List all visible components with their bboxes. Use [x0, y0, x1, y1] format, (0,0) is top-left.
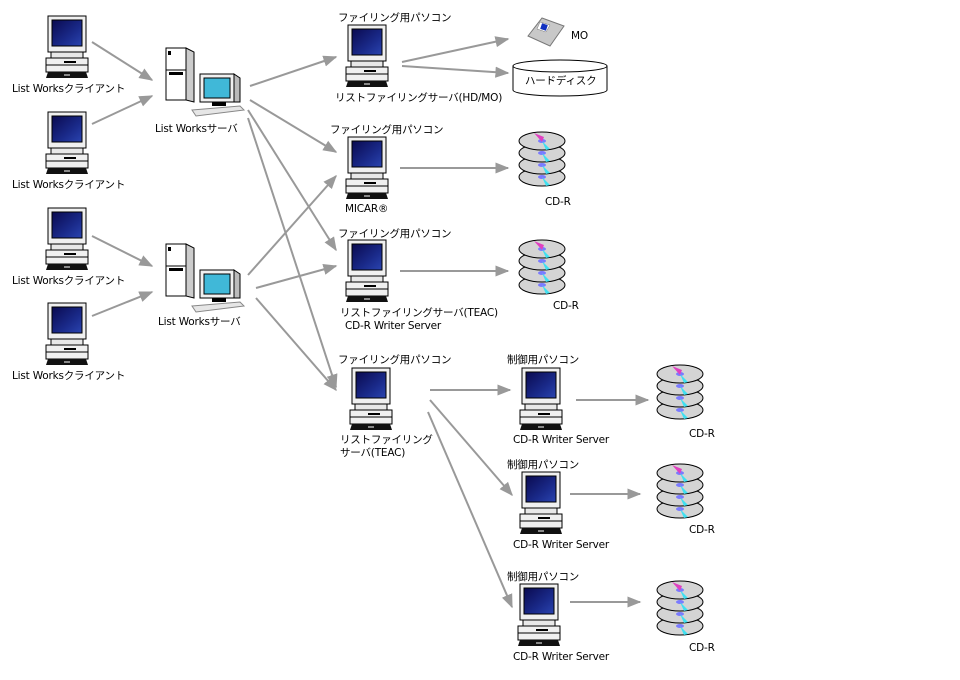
control1-pc-icon: [519, 367, 563, 431]
cdr3-cdr-icon: [657, 365, 703, 419]
control2-pc-icon: [519, 471, 563, 535]
filing2-title: ファイリング用パソコン: [330, 124, 444, 136]
server2-server-icon: [165, 243, 245, 313]
arrow-server1-to-filing1: [249, 55, 338, 87]
filing4-label: リストファイリング: [340, 434, 433, 446]
filing3-pc-icon: [345, 239, 389, 303]
arrow-client4-to-server2: [91, 291, 154, 317]
filing3-label: リストファイリングサーバ(TEAC): [340, 307, 498, 319]
arrow-filing1-to-hdd: [401, 65, 510, 78]
client3-pc-icon: [45, 207, 89, 271]
control3-pc-icon: [517, 583, 561, 647]
client1-label: List Worksクライアント: [12, 83, 126, 95]
cdr1-cdr-icon: [519, 132, 565, 186]
arrow-client1-to-server1: [91, 41, 154, 81]
filing2-label: MICAR®: [345, 203, 389, 215]
client3-label: List Worksクライアント: [12, 275, 126, 287]
filing1-label: リストファイリングサーバ(HD/MO): [335, 92, 503, 104]
arrow-filing4-to-control3: [427, 411, 513, 609]
cdr1-label: CD-R: [545, 196, 571, 208]
client1-pc-icon: [45, 15, 89, 79]
server2-label: List Worksサーバ: [158, 316, 241, 328]
client4-label: List Worksクライアント: [12, 370, 126, 382]
control2-title: 制御用パソコン: [507, 459, 580, 471]
control3-label: CD-R Writer Server: [513, 651, 610, 663]
control1-title: 制御用パソコン: [507, 354, 580, 366]
filing4-title: ファイリング用パソコン: [338, 354, 452, 366]
filing1-pc-icon: [345, 24, 389, 88]
hdd-label: ハードディスク: [525, 75, 597, 87]
arrow-filing4-to-control2: [429, 399, 513, 497]
cdr2-cdr-icon: [519, 240, 565, 294]
mo-mo-icon: [527, 17, 565, 47]
client2-pc-icon: [45, 111, 89, 175]
cdr3-label: CD-R: [689, 428, 715, 440]
cdr5-label: CD-R: [689, 642, 715, 654]
mo-label: MO: [571, 30, 588, 42]
cdr4-label: CD-R: [689, 524, 715, 536]
filing3-sublabel: CD-R Writer Server: [345, 320, 442, 332]
arrow-server1-to-filing3: [247, 109, 337, 252]
arrow-client2-to-server1: [91, 95, 154, 125]
client2-label: List Worksクライアント: [12, 179, 126, 191]
filing4-pc-icon: [349, 367, 393, 431]
arrow-client3-to-server2: [91, 235, 154, 267]
server1-server-icon: [165, 47, 245, 117]
filing2-pc-icon: [345, 136, 389, 200]
arrow-server1-to-filing4: [247, 117, 338, 389]
filing4-sublabel: サーバ(TEAC): [340, 447, 406, 459]
cdr4-cdr-icon: [657, 464, 703, 518]
arrow-server2-to-filing4: [255, 297, 337, 392]
control2-label: CD-R Writer Server: [513, 539, 610, 551]
client4-pc-icon: [45, 302, 89, 366]
cdr2-label: CD-R: [553, 300, 579, 312]
server1-label: List Worksサーバ: [155, 123, 238, 135]
arrow-server2-to-filing3: [255, 263, 338, 289]
control1-label: CD-R Writer Server: [513, 434, 610, 446]
arrow-server2-to-filing2: [247, 174, 337, 276]
cdr5-cdr-icon: [657, 581, 703, 635]
filing3-title: ファイリング用パソコン: [338, 228, 452, 240]
arrow-server1-to-filing2: [249, 99, 338, 153]
hdd-hdd-icon: [512, 59, 608, 97]
control3-title: 制御用パソコン: [507, 571, 580, 583]
filing1-title: ファイリング用パソコン: [338, 12, 452, 24]
arrow-filing1-to-mo: [401, 36, 510, 63]
